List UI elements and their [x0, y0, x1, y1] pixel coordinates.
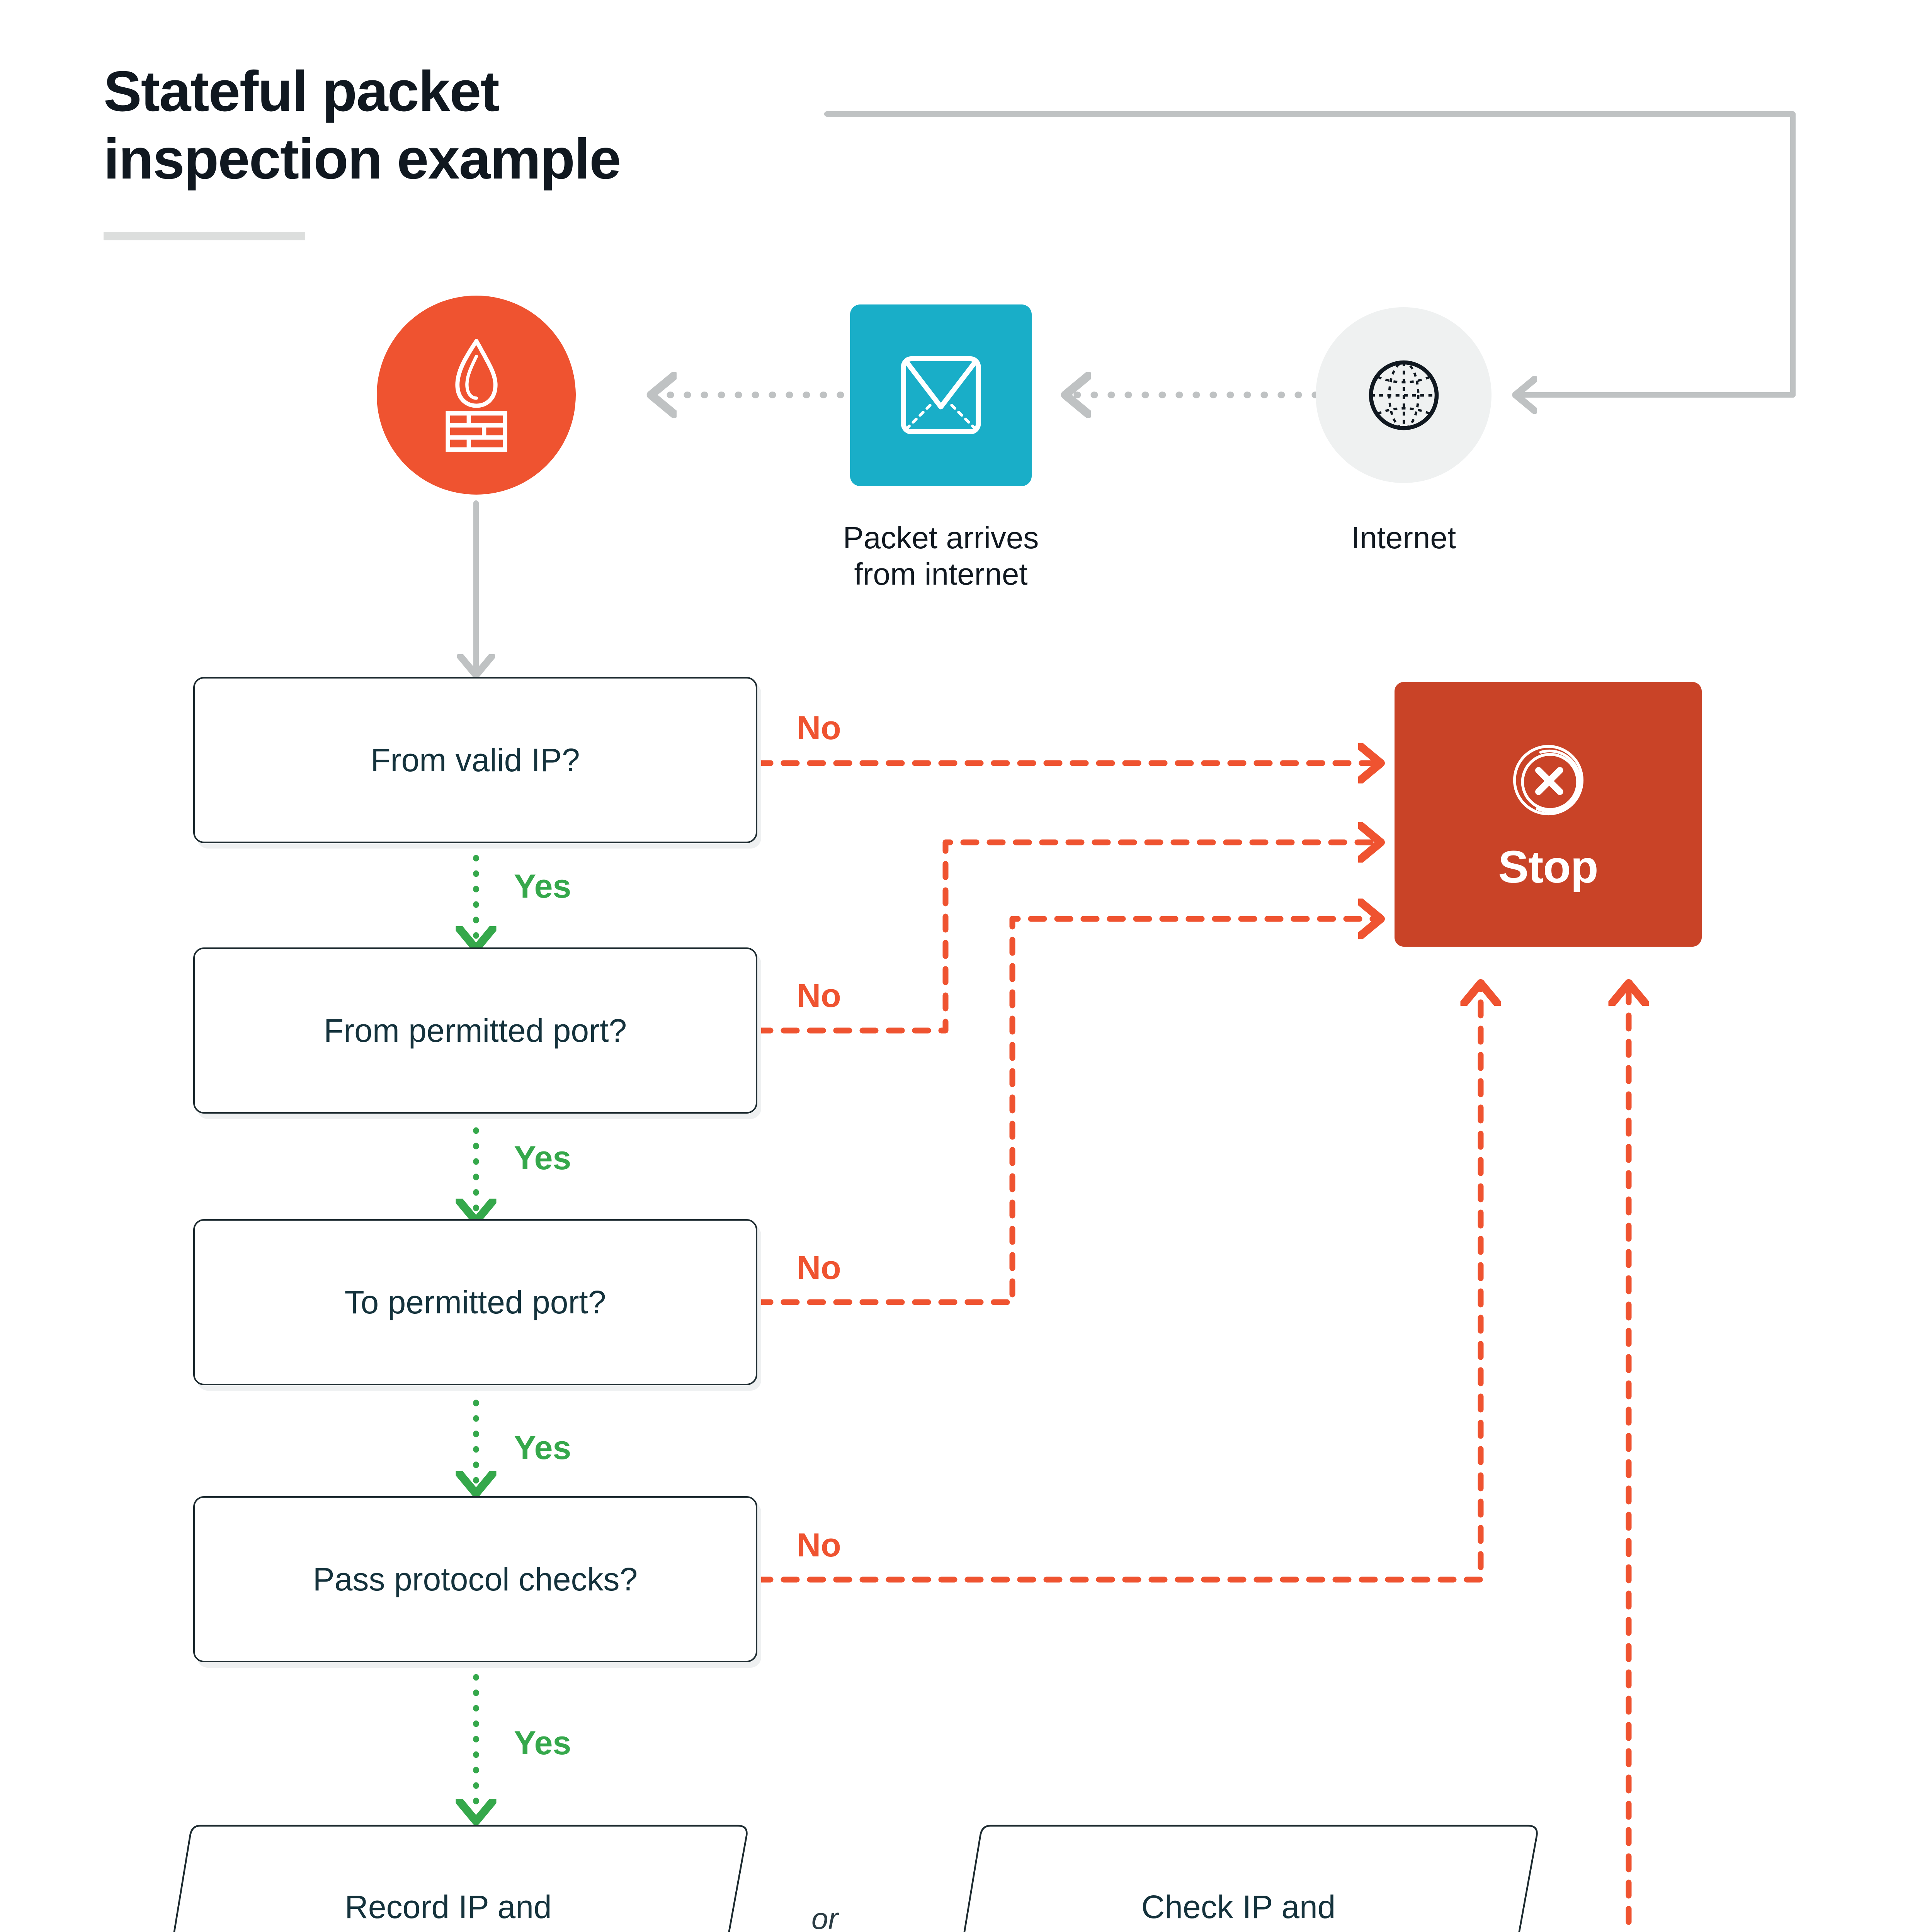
edge-label-yes-protocol: Yes	[514, 1725, 571, 1762]
packet-arrives-caption: Packet arrives from internet	[843, 520, 1039, 591]
firewall-glyph	[445, 338, 507, 452]
decision-from-valid-ip[interactable]: From valid IP?	[193, 677, 757, 843]
page-title: Stateful packet inspection example	[104, 60, 621, 191]
edge-no-from-port	[754, 842, 1376, 1034]
decision-from-permitted-port[interactable]: From permitted port?	[193, 947, 757, 1114]
globe-glyph	[1369, 360, 1439, 430]
edge-no-to-port	[754, 919, 1376, 1305]
edge-label-or: or	[811, 1901, 838, 1932]
edge-label-no-to-port: No	[797, 1249, 841, 1286]
stop-node[interactable]: Stop	[1395, 682, 1702, 947]
edge-return-loop	[824, 111, 1796, 395]
edge-no-match	[1121, 988, 1629, 1932]
packet-arrives-icon	[850, 304, 1032, 486]
decision-pass-protocol-checks[interactable]: Pass protocol checks?	[193, 1496, 757, 1662]
process-check-connection-table[interactable]: Check IP and SYN/ACK against data in con…	[937, 1814, 1540, 1932]
edge-label-yes-from-port: Yes	[514, 1139, 571, 1177]
process-record-connection-table[interactable]: Record IP and SYN/ACK data in connection…	[147, 1814, 750, 1932]
edge-label-no-valid-ip: No	[797, 709, 841, 747]
stop-label: Stop	[1498, 841, 1598, 893]
envelope-glyph	[901, 356, 981, 434]
title-accent-rule	[104, 232, 305, 240]
firewall-icon	[377, 296, 576, 495]
edge-label-no-protocol: No	[797, 1527, 841, 1564]
internet-caption: Internet	[1351, 520, 1456, 555]
internet-icon	[1316, 307, 1492, 483]
edge-label-yes-to-port: Yes	[514, 1429, 571, 1466]
edge-label-yes-valid-ip: Yes	[514, 868, 571, 905]
circle-x-icon	[1513, 745, 1583, 815]
decision-to-permitted-port[interactable]: To permitted port?	[193, 1219, 757, 1385]
edge-label-no-from-port: No	[797, 977, 841, 1014]
edge-no-protocol	[754, 988, 1481, 1583]
